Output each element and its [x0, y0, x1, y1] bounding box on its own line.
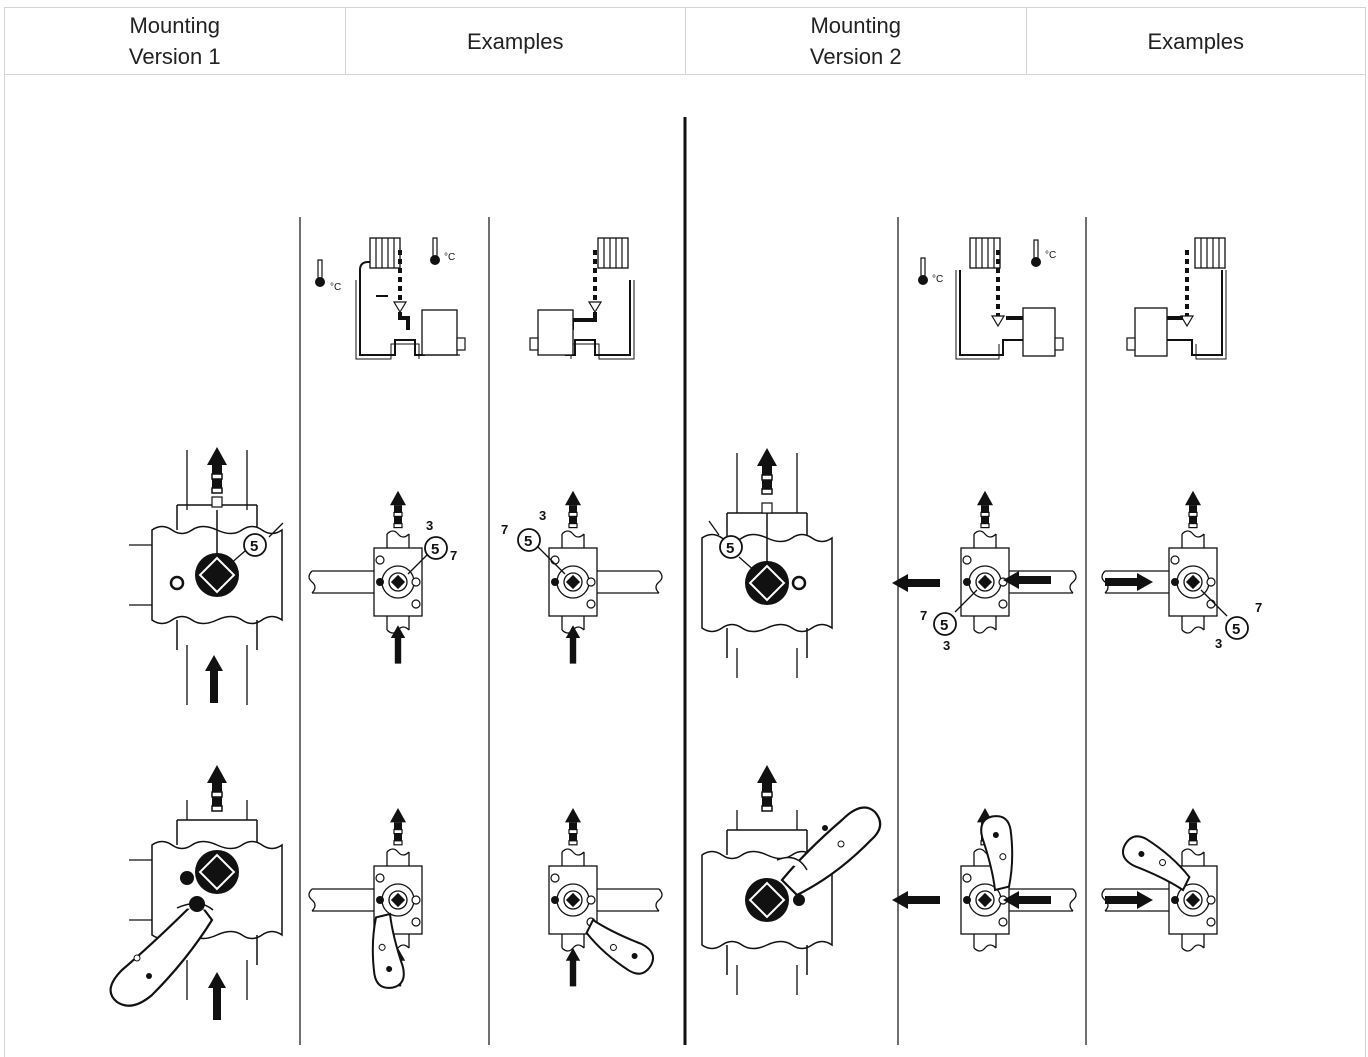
valve-v1-example-b-handle — [548, 807, 663, 989]
circled-number-5: 5 — [524, 533, 532, 550]
number-3: 3 — [1215, 636, 1222, 651]
circled-number-5: 5 — [726, 540, 734, 557]
degree-label: °C — [330, 282, 341, 293]
diagram-frame — [4, 75, 1366, 1057]
schematic-v1-a: °C °C — [314, 237, 466, 360]
circled-number-5: 5 — [1232, 621, 1240, 638]
header-col1-line1: Mounting — [129, 13, 220, 38]
header-col4-label: Examples — [1147, 28, 1245, 54]
header-col3-line2: Version 2 — [809, 44, 902, 69]
degree-label: °C — [932, 274, 943, 285]
circled-number-5: 5 — [250, 538, 258, 555]
header-examples-1: Examples — [346, 8, 686, 74]
number-7: 7 — [501, 522, 508, 537]
valve-v1-example-a-handle — [308, 807, 424, 994]
number-3: 3 — [426, 518, 433, 533]
number-7: 7 — [920, 608, 927, 623]
schematic-v2-b — [1126, 237, 1227, 360]
header-col2-label: Examples — [466, 28, 564, 54]
valve-v2-example-b: 5 3 7 — [1101, 490, 1262, 651]
circled-number-5: 5 — [431, 541, 439, 558]
schematic-v2-a: °C °C — [917, 237, 1064, 360]
schematic-v1-b — [529, 237, 635, 360]
valve-v1-example-a: 5 3 7 — [308, 490, 457, 664]
valve-v1-handle — [109, 764, 283, 1020]
header-examples-2: Examples — [1027, 8, 1366, 74]
number-3: 3 — [539, 508, 546, 523]
header-col3-line1: Mounting — [810, 13, 901, 38]
valve-v2-handle — [701, 764, 940, 995]
valve-v2-position-label: 5 — [701, 447, 940, 678]
circled-number-5: 5 — [940, 617, 948, 634]
valve-v1-example-b: 5 3 7 — [501, 490, 663, 664]
number-7: 7 — [1255, 600, 1262, 615]
valve-v2-example-a-handle — [960, 807, 1077, 952]
header-col1-line2: Version 1 — [128, 44, 221, 69]
degree-label: °C — [444, 252, 455, 263]
degree-label: °C — [1045, 250, 1056, 261]
valve-v1-position-label: 5 — [129, 446, 284, 705]
number-3: 3 — [943, 638, 950, 653]
valve-v2-example-b-handle — [1101, 807, 1218, 952]
valve-v2-example-a: 5 3 7 — [920, 490, 1077, 653]
number-7: 7 — [450, 548, 457, 563]
